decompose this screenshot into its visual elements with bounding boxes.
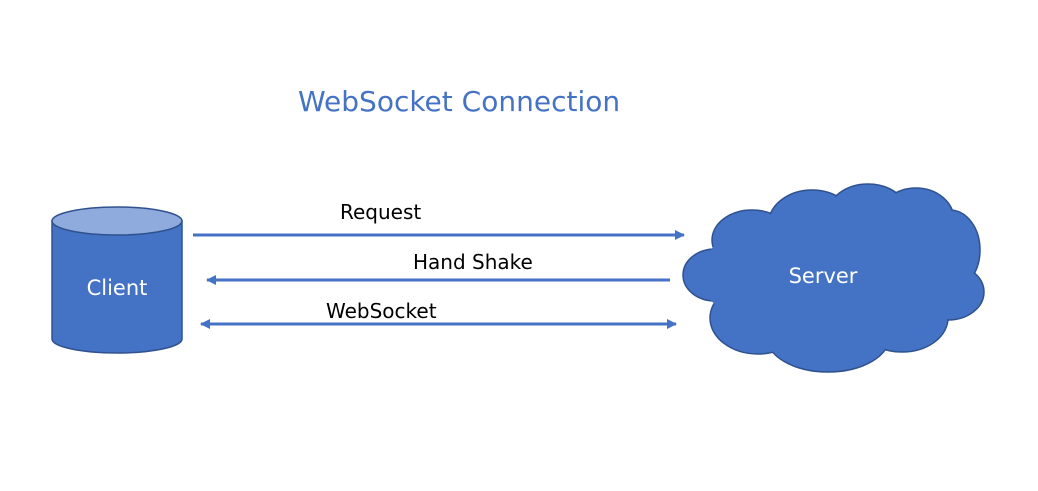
websocket-label: WebSocket xyxy=(326,299,437,323)
handshake-label: Hand Shake xyxy=(413,250,533,274)
diagram-title: WebSocket Connection xyxy=(298,85,620,118)
client-cylinder-body xyxy=(51,220,183,354)
client-node: Client xyxy=(51,206,183,354)
client-label: Client xyxy=(87,276,148,300)
websocket-arrow: WebSocket xyxy=(200,299,677,329)
server-label: Server xyxy=(789,264,858,288)
handshake-arrow: Hand Shake xyxy=(206,250,670,285)
request-label: Request xyxy=(340,200,421,224)
server-node: Server xyxy=(682,183,985,373)
server-cloud-fill xyxy=(684,185,983,371)
client-cylinder-top xyxy=(51,206,183,236)
request-arrow: Request xyxy=(193,200,685,240)
